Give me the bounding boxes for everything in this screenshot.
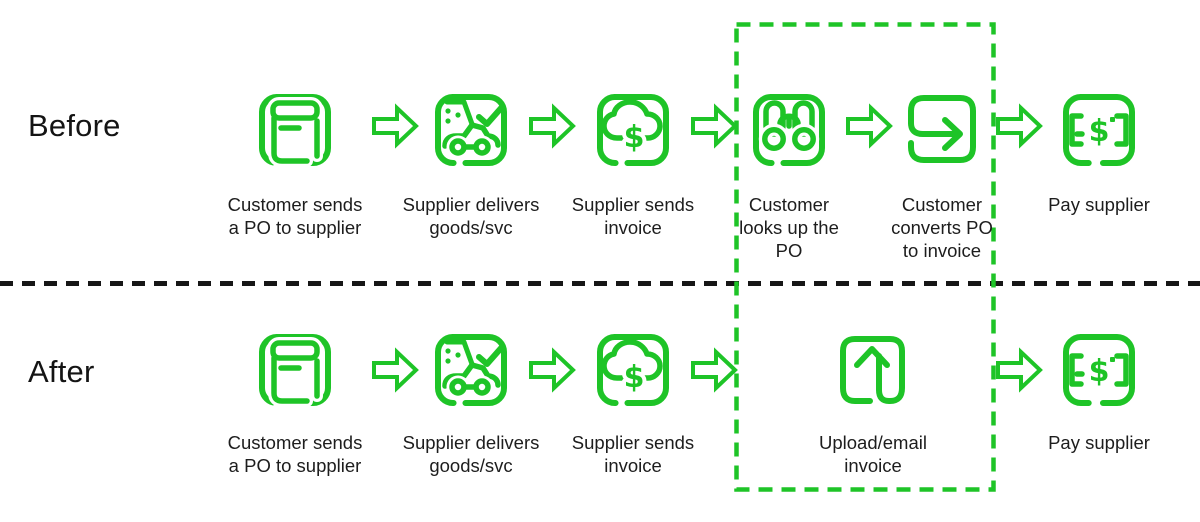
flow-arrow-icon bbox=[995, 347, 1043, 393]
svg-text:$: $ bbox=[1089, 114, 1110, 149]
flow-arrow-icon bbox=[690, 103, 738, 149]
documents-icon bbox=[255, 330, 335, 410]
step-label: Customer looks up the PO bbox=[739, 194, 839, 261]
flow-arrow-icon bbox=[845, 103, 893, 149]
after-row-label: After bbox=[28, 354, 95, 389]
binoculars-icon bbox=[749, 90, 829, 170]
before-row-label: Before bbox=[28, 108, 121, 143]
pay-cash-icon: $$ bbox=[1059, 330, 1139, 410]
svg-text:$: $ bbox=[624, 120, 645, 155]
svg-text:$: $ bbox=[624, 360, 645, 395]
pay-cash-icon: $$ bbox=[1059, 90, 1139, 170]
step-label: Supplier sends invoice bbox=[571, 432, 695, 476]
step-label: Customer sends a PO to supplier bbox=[227, 432, 363, 476]
flow-arrow-icon bbox=[690, 347, 738, 393]
cloud-invoice-icon: $$ bbox=[593, 330, 673, 410]
flow-arrow-icon bbox=[528, 347, 576, 393]
flow-arrow-icon bbox=[528, 103, 576, 149]
svg-text:$: $ bbox=[624, 360, 645, 395]
cloud-invoice-icon: $$ bbox=[593, 90, 673, 170]
delivery-truck-icon bbox=[431, 330, 511, 410]
flow-arrow-icon bbox=[371, 103, 419, 149]
step-label: Upload/email invoice bbox=[819, 432, 927, 476]
delivery-truck-icon bbox=[431, 90, 511, 170]
flow-arrow-icon bbox=[371, 347, 419, 393]
convert-po-icon bbox=[902, 90, 982, 170]
step-label: Pay supplier bbox=[1048, 194, 1150, 215]
flow-arrow-icon bbox=[995, 103, 1043, 149]
svg-text:$: $ bbox=[1089, 354, 1110, 389]
svg-text:$: $ bbox=[1089, 354, 1110, 389]
highlight-dashed-box bbox=[734, 22, 996, 492]
step-label: Customer sends a PO to supplier bbox=[227, 194, 363, 238]
step-label: Supplier delivers goods/svc bbox=[402, 194, 540, 238]
step-label: Supplier sends invoice bbox=[571, 194, 695, 238]
step-label: Pay supplier bbox=[1048, 432, 1150, 453]
before-after-divider-line bbox=[0, 281, 1200, 286]
documents-icon bbox=[255, 90, 335, 170]
svg-text:$: $ bbox=[624, 120, 645, 155]
step-label: Supplier delivers goods/svc bbox=[402, 432, 540, 476]
step-label: Customer converts PO to invoice bbox=[891, 194, 993, 261]
upload-icon bbox=[833, 330, 913, 410]
svg-text:$: $ bbox=[1089, 114, 1110, 149]
